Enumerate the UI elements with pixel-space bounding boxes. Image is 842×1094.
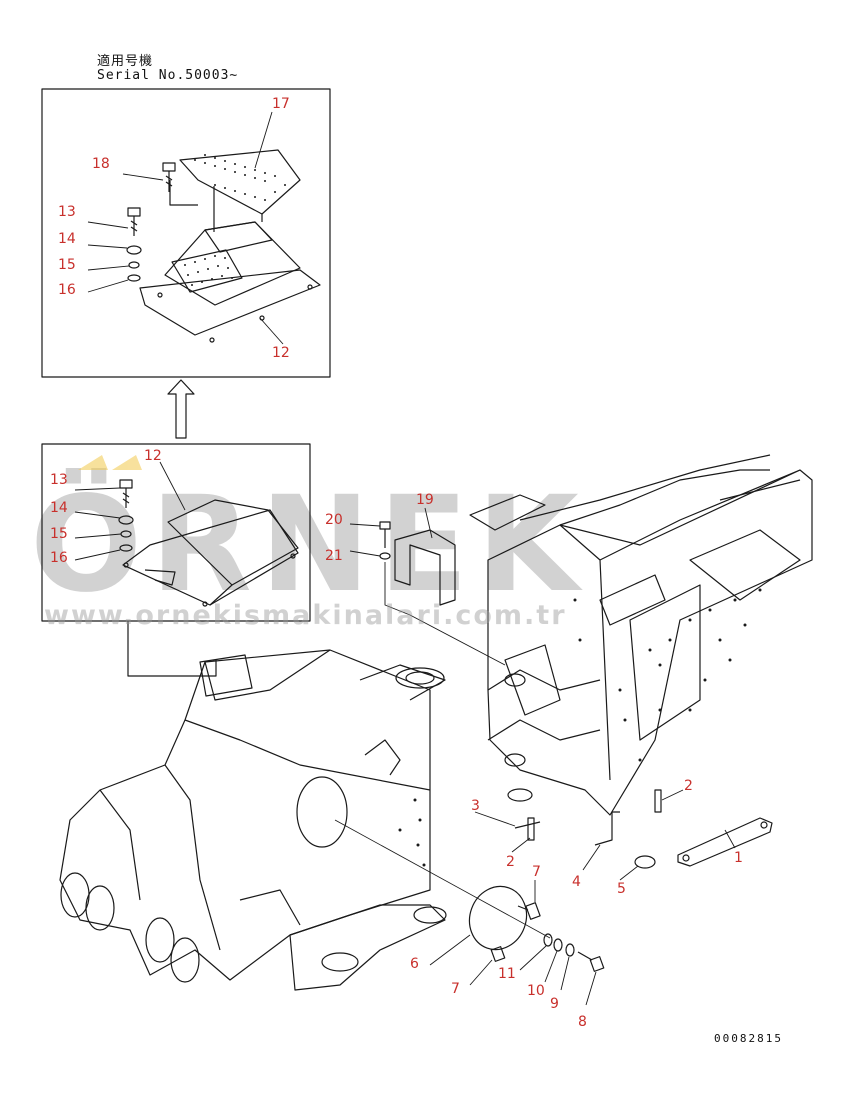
callout-16-bottom: 16 xyxy=(50,550,68,566)
pin-2-lower xyxy=(527,817,535,841)
ring-5-icon xyxy=(634,855,656,869)
cover-plate-6 xyxy=(468,885,528,951)
bolt-8-icon xyxy=(577,951,605,972)
callout-7-lower: 7 xyxy=(451,981,460,997)
link-bar-1 xyxy=(677,817,773,867)
bolt-13-bottom-icon xyxy=(119,479,133,508)
detail-box-top xyxy=(41,88,331,378)
callout-15-top: 15 xyxy=(58,257,76,273)
pin-2-upper xyxy=(654,789,662,813)
washer-10-icon xyxy=(553,938,563,952)
callout-12-top: 12 xyxy=(272,345,290,361)
pin-3 xyxy=(514,821,541,829)
callout-19: 19 xyxy=(416,492,434,508)
callout-18: 18 xyxy=(92,156,110,172)
callout-14-bottom: 14 xyxy=(50,500,68,516)
callout-1: 1 xyxy=(734,850,743,866)
callout-2-upper: 2 xyxy=(684,778,693,794)
rear-frame xyxy=(469,454,813,816)
bolt-7-lower-icon xyxy=(490,946,506,962)
washer-11-icon xyxy=(543,933,553,947)
callout-8: 8 xyxy=(578,1014,587,1030)
callout-5: 5 xyxy=(617,881,626,897)
tread-pattern xyxy=(184,154,286,286)
washer-15-top-icon xyxy=(128,261,140,269)
washer-14-bottom-icon xyxy=(118,515,134,525)
step-cover-assembly xyxy=(139,149,321,343)
plate-6-axis xyxy=(334,819,551,939)
callout-17: 17 xyxy=(272,96,290,112)
washer-9-icon xyxy=(565,943,575,957)
washer-14-top-icon xyxy=(126,245,142,255)
bolt-7-upper-icon xyxy=(517,902,541,920)
callout-4: 4 xyxy=(572,874,581,890)
callout-13-top: 13 xyxy=(58,204,76,220)
leader-lines-plate xyxy=(429,880,597,1006)
callout-11: 11 xyxy=(498,966,516,982)
callout-3: 3 xyxy=(471,798,480,814)
callout-15-bottom: 15 xyxy=(50,526,68,542)
callout-labels: 17 18 13 14 15 16 12 12 13 14 15 16 19 2… xyxy=(50,96,743,1030)
callout-6: 6 xyxy=(410,956,419,972)
detail-box-bottom xyxy=(41,443,311,622)
rear-frame-bolt-holes xyxy=(573,588,762,762)
drawing-number: 00082815 xyxy=(714,1032,783,1045)
callout-10: 10 xyxy=(527,983,545,999)
bracket-4 xyxy=(594,811,620,846)
callout-9: 9 xyxy=(550,996,559,1012)
up-arrow-icon xyxy=(167,379,195,439)
washer-16-bottom-icon xyxy=(119,544,133,552)
detail-connector xyxy=(127,621,217,677)
callout-16-top: 16 xyxy=(58,282,76,298)
watermark-brand: ÖRNEK xyxy=(30,468,587,622)
washer-16-top-icon xyxy=(127,274,141,282)
callout-2-lower: 2 xyxy=(506,854,515,870)
applicable-models-label: 適用号機 xyxy=(97,54,154,69)
bracket-19 xyxy=(394,529,456,606)
callout-7-upper: 7 xyxy=(532,864,541,880)
callout-20: 20 xyxy=(325,512,343,528)
cover-assembly-bottom xyxy=(122,499,299,607)
bolt-13-top-icon xyxy=(127,207,141,236)
leader-lines-top xyxy=(87,111,284,345)
leader-lines-right-bottom xyxy=(474,789,736,881)
callout-21: 21 xyxy=(325,548,343,564)
front-frame-bolt-holes xyxy=(398,798,426,867)
watermark-url: www.orneki̇smaki̇nalari.com.tr xyxy=(44,600,567,631)
leader-lines-bottom xyxy=(74,461,186,561)
bolt-18-icon xyxy=(162,162,176,192)
bolt-20-icon xyxy=(379,521,391,548)
callout-14-top: 14 xyxy=(58,231,76,247)
serial-number-label: Serial No.50003∼ xyxy=(97,68,239,83)
front-frame xyxy=(59,649,447,991)
watermark-accent-icon xyxy=(78,455,142,470)
callout-12-bottom: 12 xyxy=(144,448,162,464)
leader-lines-right-top xyxy=(349,507,506,666)
callout-13-bottom: 13 xyxy=(50,472,68,488)
